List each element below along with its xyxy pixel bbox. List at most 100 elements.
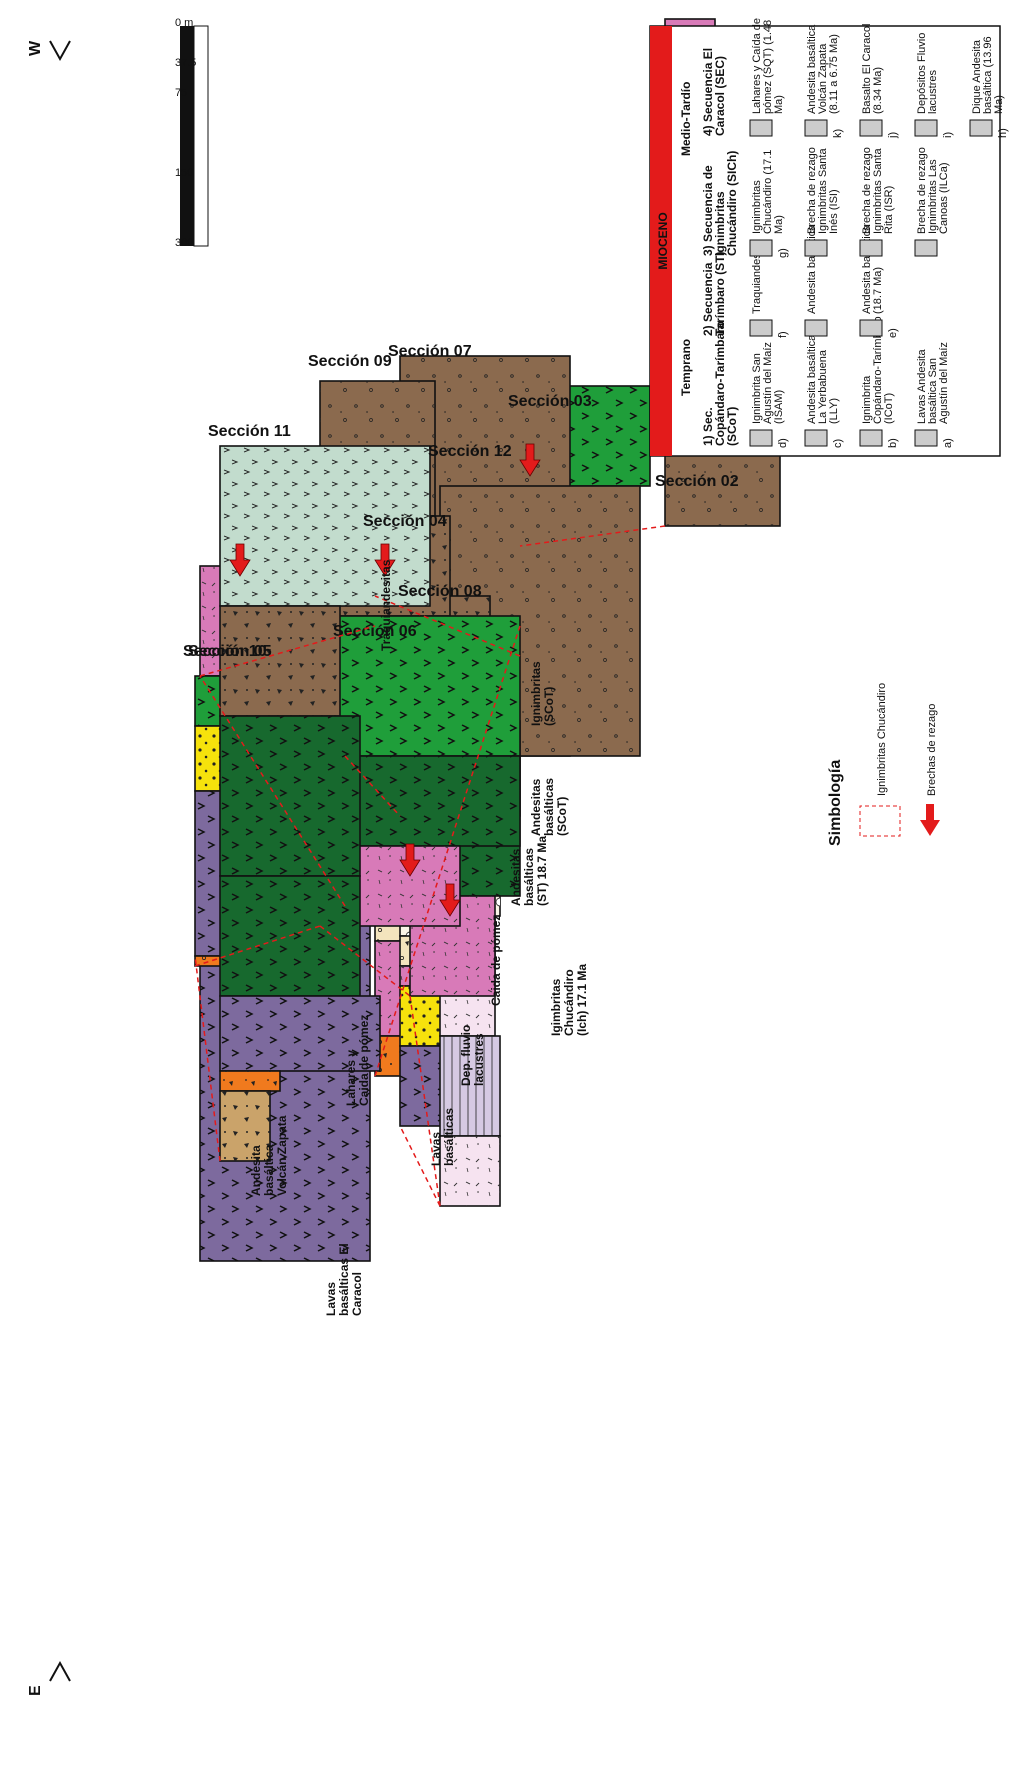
text-line: Chucándiro (SICh) [725,151,739,256]
legend-letter: d) [777,438,789,448]
legend-letter: g) [777,248,789,258]
text-line: Canoas (ILCa) [938,162,950,234]
legend-swatch [750,240,772,256]
legend-swatch [750,320,772,336]
text-line: Igimbritas [549,978,563,1036]
legend-letter: i) [942,132,954,138]
legend-letter: k) [832,129,844,138]
annotation: Dep. fluviolacustres [459,1025,486,1086]
legend-letter: e) [887,328,899,338]
text-line: basálticas El [337,1243,351,1316]
text-line: (SCoT) [542,687,556,726]
text-line: (SCoT) [555,797,569,836]
layer-pattern [220,606,340,716]
text-line: Lavas [324,1282,338,1316]
text-line: Ma) [773,95,785,114]
legend-swatch [805,240,827,256]
legend-swatch [915,240,937,256]
legend-letter: a) [942,438,954,448]
legend-swatch [750,120,772,136]
text-line: (ST) 18.7 Ma [535,836,549,906]
text-line: lacustres [472,1033,486,1086]
legend-swatch [860,240,882,256]
legend-swatch [860,120,882,136]
scale-tick: 0 m [175,17,193,29]
text-line: Lavas [429,1132,443,1166]
section-label: Sección 02 [655,473,739,490]
legend-swatch [970,120,992,136]
text-line: Chucándiro [562,969,576,1036]
text-line: Andesita [249,1145,263,1196]
text-line: (Ich) 17.1 Ma [575,964,589,1036]
text-line: basálticas [442,1108,456,1166]
section-11-layer [220,716,360,876]
text-line: Caracol [350,1272,364,1316]
legend-swatch [860,320,882,336]
text-line: Ignimbritas [529,661,543,726]
legend-group-title: 4) Secuencia ElCaracol (SEC) [701,48,727,136]
text-line: Andesita basáltica [806,224,818,314]
section-11-layer [220,606,340,716]
legend-swatch [805,320,827,336]
layer-pattern [220,1071,280,1091]
annotation: Andesitasbasálticas(SCoT) [529,778,569,836]
text-line: Andesitas [529,778,543,836]
arrow-swatch-icon [920,804,940,836]
simbologia-dashed: Ignimbritas Chucándiro [876,683,888,796]
text-line: Dep. fluvio [459,1025,473,1086]
text-line: Caida de pómez [489,915,503,1006]
legend-swatch [915,430,937,446]
text-line: Caracol (SEC) [713,56,727,136]
legend-group-title: 2) SecuenciaTarímbaro (ST) [701,252,727,336]
text-line: (ICoT) [883,393,895,424]
text-line: basálticas [542,778,556,836]
section-label: Sección 11 [208,423,291,440]
text-line: basáltica [262,1144,276,1196]
text-line: Rita (ISR) [883,186,895,234]
section-label: Sección 09 [308,353,392,370]
scale-tick: 75 [175,87,187,99]
text-line: Lahares y [344,1050,358,1106]
legend-temprano: Temprano [679,339,693,396]
legend-letter: f) [777,331,789,338]
simbologia: SimbologíaIgnimbritas ChucándiroBrechas … [827,683,940,846]
section-11-layer [220,1071,280,1091]
text-line: Traquiandesitas [379,559,393,651]
scale-tick: 150 [175,167,193,179]
section-label: Sección 08 [398,583,482,600]
annotation: IgimbritasChucándiro(Ich) 17.1 Ma [549,964,589,1036]
text-line: (SCoT) [725,407,739,446]
text-line: Andesitas [509,848,523,906]
east-arrow-icon [50,1663,70,1681]
text-line: Volcán Zapata [275,1115,289,1196]
text-line: Agustín del Maíz [938,342,950,424]
dashed-swatch [860,806,900,836]
text-line: (8.11 a 6.75 Ma) [828,34,840,114]
scale-tick: 37.5 [175,57,196,69]
west-label: W [27,40,44,56]
simbologia-title: Simbología [827,760,844,846]
section-label: Sección 07 [388,343,472,360]
annotation: Caida de pómez [489,915,503,1006]
text-line: Caida de pómez [357,1015,371,1106]
text-line: (18.7 Ma) [872,267,884,314]
legend-item-text: Andesita basáltica [806,224,818,314]
scale-tick: 300 [175,237,193,249]
text-line: Ma) [993,95,1005,114]
east-label: E [27,1685,44,1696]
text-line: lacustres [927,69,939,114]
text-line: Inés (ISI) [828,189,840,234]
text-line: Ma) [773,215,785,234]
legend-letter: b) [887,438,899,448]
scale-bar: 0 m 37.5 75 150 300 [175,17,208,249]
section-label: Sección 10 [183,643,267,660]
legend-swatch [805,430,827,446]
text-line: (ISAM) [773,390,785,424]
legend-medio-tardio: Medio-Tardío [679,82,693,156]
section-label: Sección 12 [428,443,512,460]
west-arrow-icon [50,41,70,59]
section-label: Sección 03 [508,393,592,410]
legend-letter: j) [887,132,899,139]
